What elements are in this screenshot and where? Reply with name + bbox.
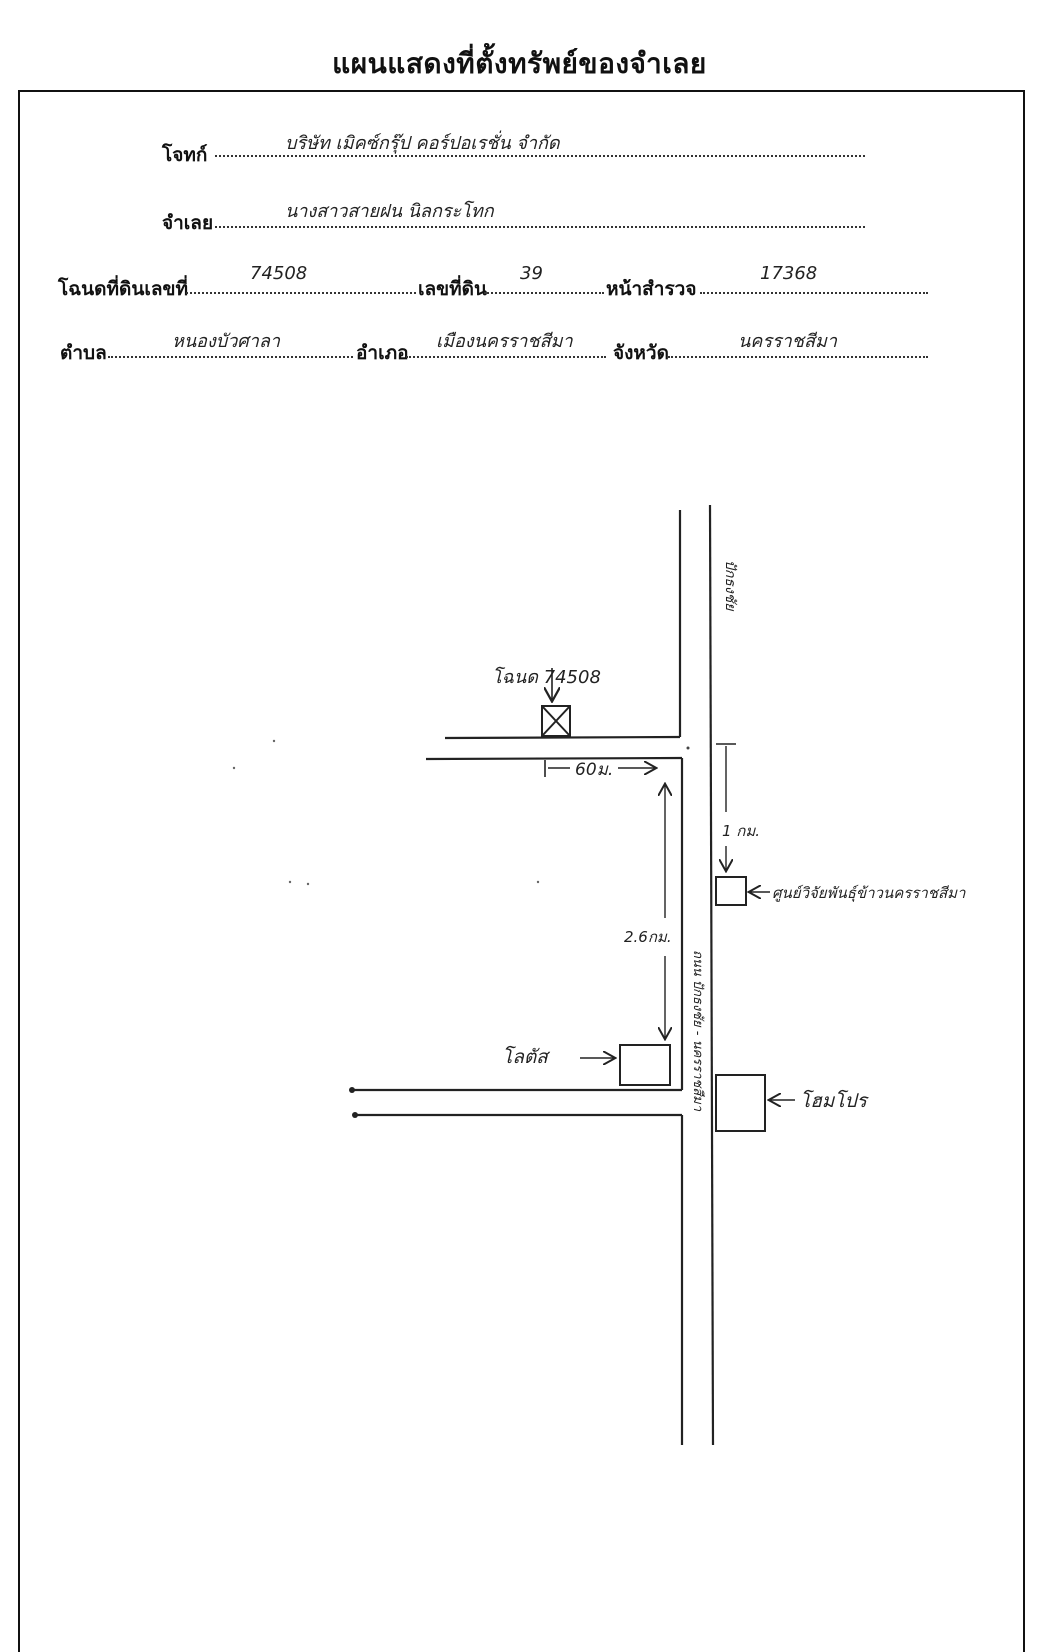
speck xyxy=(686,746,690,750)
land-no-dotted-line xyxy=(484,292,604,294)
deed-dotted-line xyxy=(186,292,416,294)
speck xyxy=(288,880,292,884)
survey-value: 17368 xyxy=(760,263,818,284)
land-no-label: เลขที่ดิน xyxy=(418,278,487,300)
road-name-upper: ปักธงชัย xyxy=(722,560,738,611)
province-value: นครราชสีมา xyxy=(738,331,837,352)
deed-value: 74508 xyxy=(250,263,308,284)
defendant-value: นางสาวสายฝน นิลกระโทก xyxy=(285,201,494,222)
subdistrict-value: หนองบัวศาลา xyxy=(172,331,280,352)
lotus-label: โลตัส xyxy=(502,1045,551,1068)
speck xyxy=(306,882,310,886)
subdistrict-label: ตำบล xyxy=(60,342,107,364)
survey-label: หน้าสำรวจ xyxy=(606,278,697,300)
district-dotted-line xyxy=(406,356,606,358)
page-title: แผนแสดงที่ตั้งทรัพย์ของจำเลย xyxy=(332,47,707,80)
province-label: จังหวัด xyxy=(613,342,669,364)
plaintiff-dotted-line xyxy=(215,155,865,157)
deed-plot-marker xyxy=(541,705,571,737)
dim-26km-label: 2.6กม. xyxy=(624,928,672,946)
district-label: อำเภอ xyxy=(356,342,409,364)
defendant-label: จำเลย xyxy=(162,212,214,234)
main-road-east-edge xyxy=(708,504,715,1446)
defendant-dotted-line xyxy=(215,226,865,228)
deed-marker-label: โฉนด 74508 xyxy=(492,666,601,688)
speck xyxy=(232,766,236,770)
dim-60m-label: 60ม. xyxy=(575,760,613,780)
speck xyxy=(272,739,276,743)
land-no-value: 39 xyxy=(520,263,543,284)
deed-label: โฉนดที่ดินเลขที่ xyxy=(58,278,188,300)
plaintiff-value: บริษัท เมิคซ์กรุ๊ป คอร์ปอเรชั่น จำกัด xyxy=(285,133,560,154)
road-end-dot xyxy=(352,1112,358,1118)
district-value: เมืองนครราชสีมา xyxy=(436,331,573,352)
lotus-box xyxy=(619,1044,671,1086)
document-frame xyxy=(18,90,1025,1652)
speck xyxy=(536,880,540,884)
upper-side-road-north-edge xyxy=(444,735,681,740)
homepro-label: โฮมโปร xyxy=(800,1089,870,1112)
province-dotted-line xyxy=(668,356,928,358)
road-end-dot xyxy=(349,1087,355,1093)
homepro-box xyxy=(715,1074,766,1132)
dim-1km-label: 1 กม. xyxy=(722,822,760,840)
plaintiff-label: โจทก์ xyxy=(162,144,208,166)
subdistrict-dotted-line xyxy=(108,356,353,358)
upper-side-road-south-edge xyxy=(425,756,683,761)
research-center-label: ศูนย์วิจัยพันธุ์ข้าวนครราชสีมา xyxy=(772,884,966,902)
survey-dotted-line xyxy=(700,292,928,294)
road-name-lower: ถนน ปักธงชัย - นครราชสีมา xyxy=(690,950,706,1112)
research-center-box xyxy=(715,876,747,906)
